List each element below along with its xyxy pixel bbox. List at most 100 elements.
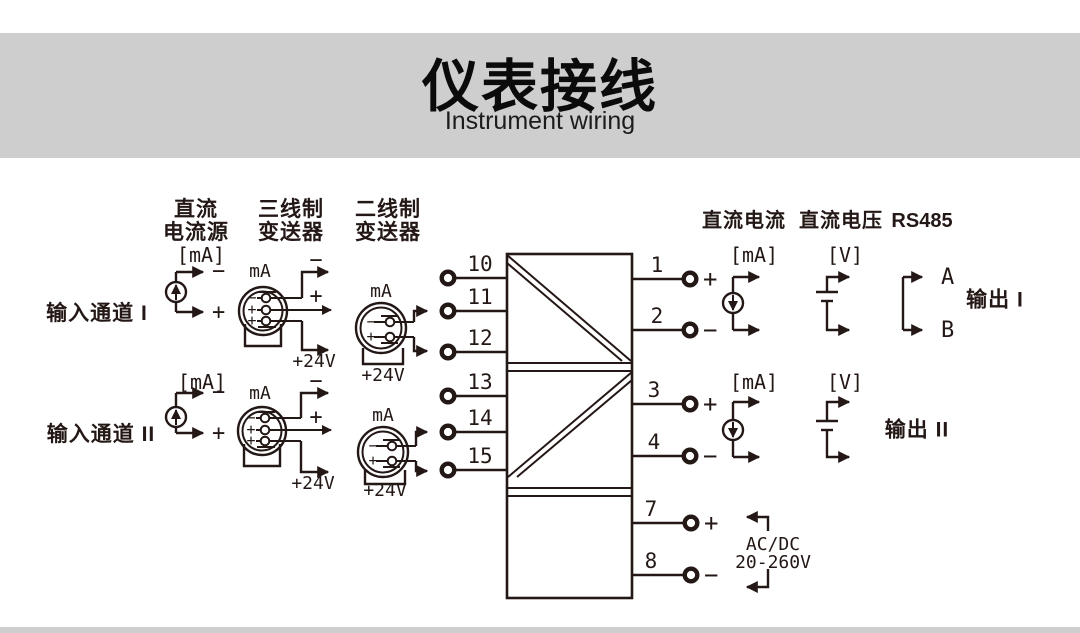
col-header-3wire-line2: 变送器 (258, 220, 324, 244)
plus-24v-label: +24V (292, 351, 336, 372)
col-header-2wire-line1: 二线制 (355, 197, 421, 221)
output-circuit-2: [mA] [V] 输出 II (721, 370, 950, 463)
minus-label: − (309, 248, 322, 273)
page-title: 仪表接线 (422, 55, 658, 119)
ma-bracket-label: [mA] (730, 243, 778, 267)
ma-label: mA (370, 281, 392, 302)
output-2-label: 输出 II (885, 418, 950, 442)
power-arrow-top (745, 511, 770, 531)
transmitter-outer-circle (356, 425, 410, 479)
transmitter-base (242, 444, 282, 468)
terminal-4 (681, 447, 699, 465)
plus-label: + (212, 300, 225, 325)
ma-label: mA (249, 383, 271, 404)
ma-bracket-label: [mA] (730, 370, 778, 394)
transmitter-outer-circle (354, 301, 408, 355)
dc-current-source-ch1: [mA] − + (164, 243, 225, 325)
three-wire-transmitter-ch2: mA − + + − + +24V (236, 369, 335, 494)
power-supply-type: AC/DC (746, 534, 800, 555)
svg-text:+: + (247, 312, 256, 330)
plus-label: + (703, 265, 717, 293)
terminal-13 (439, 387, 457, 405)
input-channel-1-label: 输入通道 I (46, 301, 148, 325)
transmitter-inner-circle (359, 306, 403, 350)
transmitter-base (361, 348, 405, 366)
col-header-dc-current: 直流电流 (702, 208, 786, 232)
rs485-a-label: A (941, 265, 954, 290)
input-channel-2-label: 输入通道 II (47, 422, 156, 446)
svg-text:−: − (247, 289, 256, 307)
terminal-14-number: 14 (467, 406, 492, 430)
terminal-11-number: 11 (467, 285, 492, 309)
transmitter-inner-circle (361, 430, 405, 474)
svg-text:+: + (246, 432, 255, 450)
svg-text:−: − (366, 313, 375, 331)
terminal-2-number: 2 (651, 304, 664, 328)
col-header-3wire-line1: 三线制 (258, 197, 324, 221)
minus-label: − (212, 380, 225, 405)
terminal-8-number: 8 (645, 549, 658, 573)
plus-24v-label: +24V (291, 473, 335, 494)
output-column-headers: 直流电流 直流电压 RS485 (702, 208, 953, 232)
terminal-3-number: 3 (648, 378, 661, 402)
svg-text:+: + (247, 301, 256, 319)
terminal-10-number: 10 (467, 252, 492, 276)
footer-band (0, 627, 1080, 633)
terminal-4-number: 4 (648, 430, 661, 454)
terminal-3 (681, 395, 699, 413)
plus-label: + (703, 390, 717, 418)
plus-label: + (309, 405, 322, 430)
minus-label: − (704, 561, 718, 589)
ma-bracket-label: [mA] (177, 243, 225, 267)
isolation-diagonal-1 (506, 254, 632, 362)
two-wire-transmitter-ch1: mA − + +24V (354, 281, 429, 386)
input-terminals: 10 11 12 13 14 15 (439, 252, 507, 479)
dc-current-source-ch2: [mA] − + (164, 370, 226, 446)
plus-label: + (309, 284, 322, 309)
terminal-1 (681, 270, 699, 288)
three-wire-transmitter-ch1: mA − + + − + +24V (237, 248, 336, 372)
rs485-b-label: B (941, 318, 954, 343)
two-wire-transmitter-ch2: mA − + +24V (356, 405, 429, 501)
ma-label: mA (249, 261, 271, 282)
col-header-dc-source-line1: 直流 (174, 197, 218, 221)
svg-text:−: − (368, 437, 377, 455)
page-subtitle: Instrument wiring (444, 107, 636, 135)
power-supply-range: 20-260V (735, 552, 811, 573)
minus-label: − (703, 442, 717, 470)
col-header-rs485: RS485 (891, 210, 952, 232)
terminal-15-number: 15 (467, 444, 492, 468)
plus-24v-label: +24V (363, 480, 407, 501)
terminal-7-number: 7 (645, 497, 658, 521)
svg-text:+: + (368, 452, 377, 470)
plus-label: + (212, 421, 225, 446)
terminal-2 (681, 321, 699, 339)
output-1-label: 输出 I (966, 288, 1024, 312)
ma-label: mA (372, 405, 394, 426)
svg-text:+: + (366, 328, 375, 346)
plus-24v-label: +24V (361, 365, 405, 386)
terminal-14 (439, 423, 457, 441)
v-bracket-label: [V] (827, 370, 863, 394)
terminal-10 (439, 269, 457, 287)
power-arrow-bottom (745, 569, 770, 593)
isolation-diagonal-2 (507, 371, 633, 478)
col-header-dc-source-line2: 电流源 (163, 220, 229, 244)
svg-text:−: − (246, 409, 255, 427)
terminal-11 (439, 302, 457, 320)
terminal-13-number: 13 (467, 370, 492, 394)
col-header-2wire-line2: 变送器 (355, 220, 421, 244)
terminal-12 (439, 343, 457, 361)
terminal-15 (439, 461, 457, 479)
svg-text:+: + (246, 421, 255, 439)
output-terminals: 1 + 2 − 3 + 4 − (632, 253, 717, 470)
v-bracket-label: [V] (827, 243, 863, 267)
output-circuit-1: [mA] [V] A B 输出 I (721, 243, 1024, 343)
transmitter-base (363, 470, 407, 486)
terminal-8 (682, 566, 700, 584)
minus-label: − (212, 259, 225, 284)
terminal-12-number: 12 (467, 326, 492, 350)
terminal-1-number: 1 (651, 253, 664, 277)
